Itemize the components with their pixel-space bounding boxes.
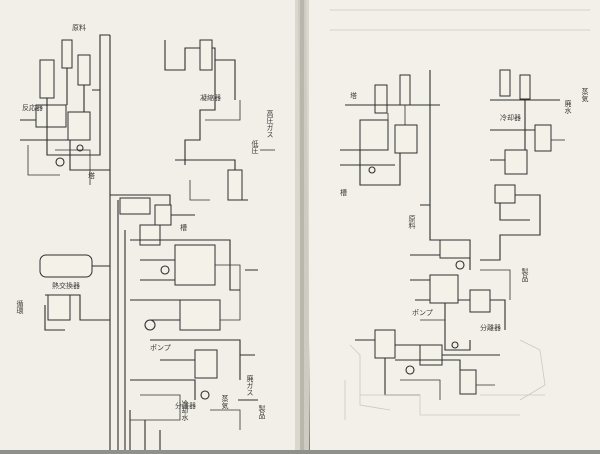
- vlabel-cooling-water: 冷却水: [181, 399, 189, 421]
- label-tower: 塔: [88, 171, 95, 180]
- label-pump: ポンプ: [150, 344, 171, 352]
- left-page-vertical-labels: 高圧ガス 低圧 循環 廃ガス 冷却水 蒸気 製品: [16, 109, 274, 421]
- left-page-labels: 原料 反応器 塔 槽 ポンプ 熱交換器 分離器 凝縮器: [22, 23, 221, 410]
- vlabel-product: 製品: [258, 404, 266, 420]
- label-reactor: 反応器: [22, 103, 43, 112]
- label-r-separator: 分離器: [480, 323, 501, 332]
- vlabel-r-steam: 蒸気: [581, 87, 589, 103]
- label-feed: 原料: [72, 23, 86, 32]
- label-condenser: 凝縮器: [200, 93, 221, 102]
- left-process-diagram: 原料 反応器 塔 槽 ポンプ 熱交換器 分離器 凝縮器 高圧ガス 低圧 循環 廃…: [16, 23, 275, 450]
- vlabel-waste-gas: 廃ガス: [246, 374, 254, 396]
- vlabel-recycle: 循環: [16, 299, 24, 315]
- label-separator: 分離器: [175, 401, 196, 410]
- vlabel-r-product: 製品: [521, 267, 529, 283]
- right-process-diagram: 塔 槽 ポンプ 冷却器 分離器 蒸気 廃水 原料 製品: [330, 9, 590, 420]
- label-r-pump: ポンプ: [412, 309, 433, 317]
- gutter-fold: [300, 0, 304, 450]
- vlabel-steam: 蒸気: [221, 394, 229, 410]
- vlabel-r-feed: 原料: [408, 215, 416, 230]
- vlabel-r-waste: 廃水: [564, 99, 572, 114]
- label-exchanger: 熱交換器: [52, 281, 80, 290]
- label-tank: 槽: [180, 223, 187, 232]
- label-r-cooler: 冷却器: [500, 113, 521, 122]
- right-page-labels: 塔 槽 ポンプ 冷却器 分離器: [340, 91, 521, 332]
- show-through-ghost: [330, 9, 590, 420]
- label-r-tower: 塔: [350, 91, 357, 100]
- label-r-tank: 槽: [340, 188, 347, 197]
- vlabel-hp-gas: 高圧ガス: [266, 109, 274, 138]
- right-page-vertical-labels: 蒸気 廃水 原料 製品: [408, 87, 589, 283]
- right-page: [306, 0, 600, 450]
- vlabel-lp: 低圧: [251, 139, 259, 155]
